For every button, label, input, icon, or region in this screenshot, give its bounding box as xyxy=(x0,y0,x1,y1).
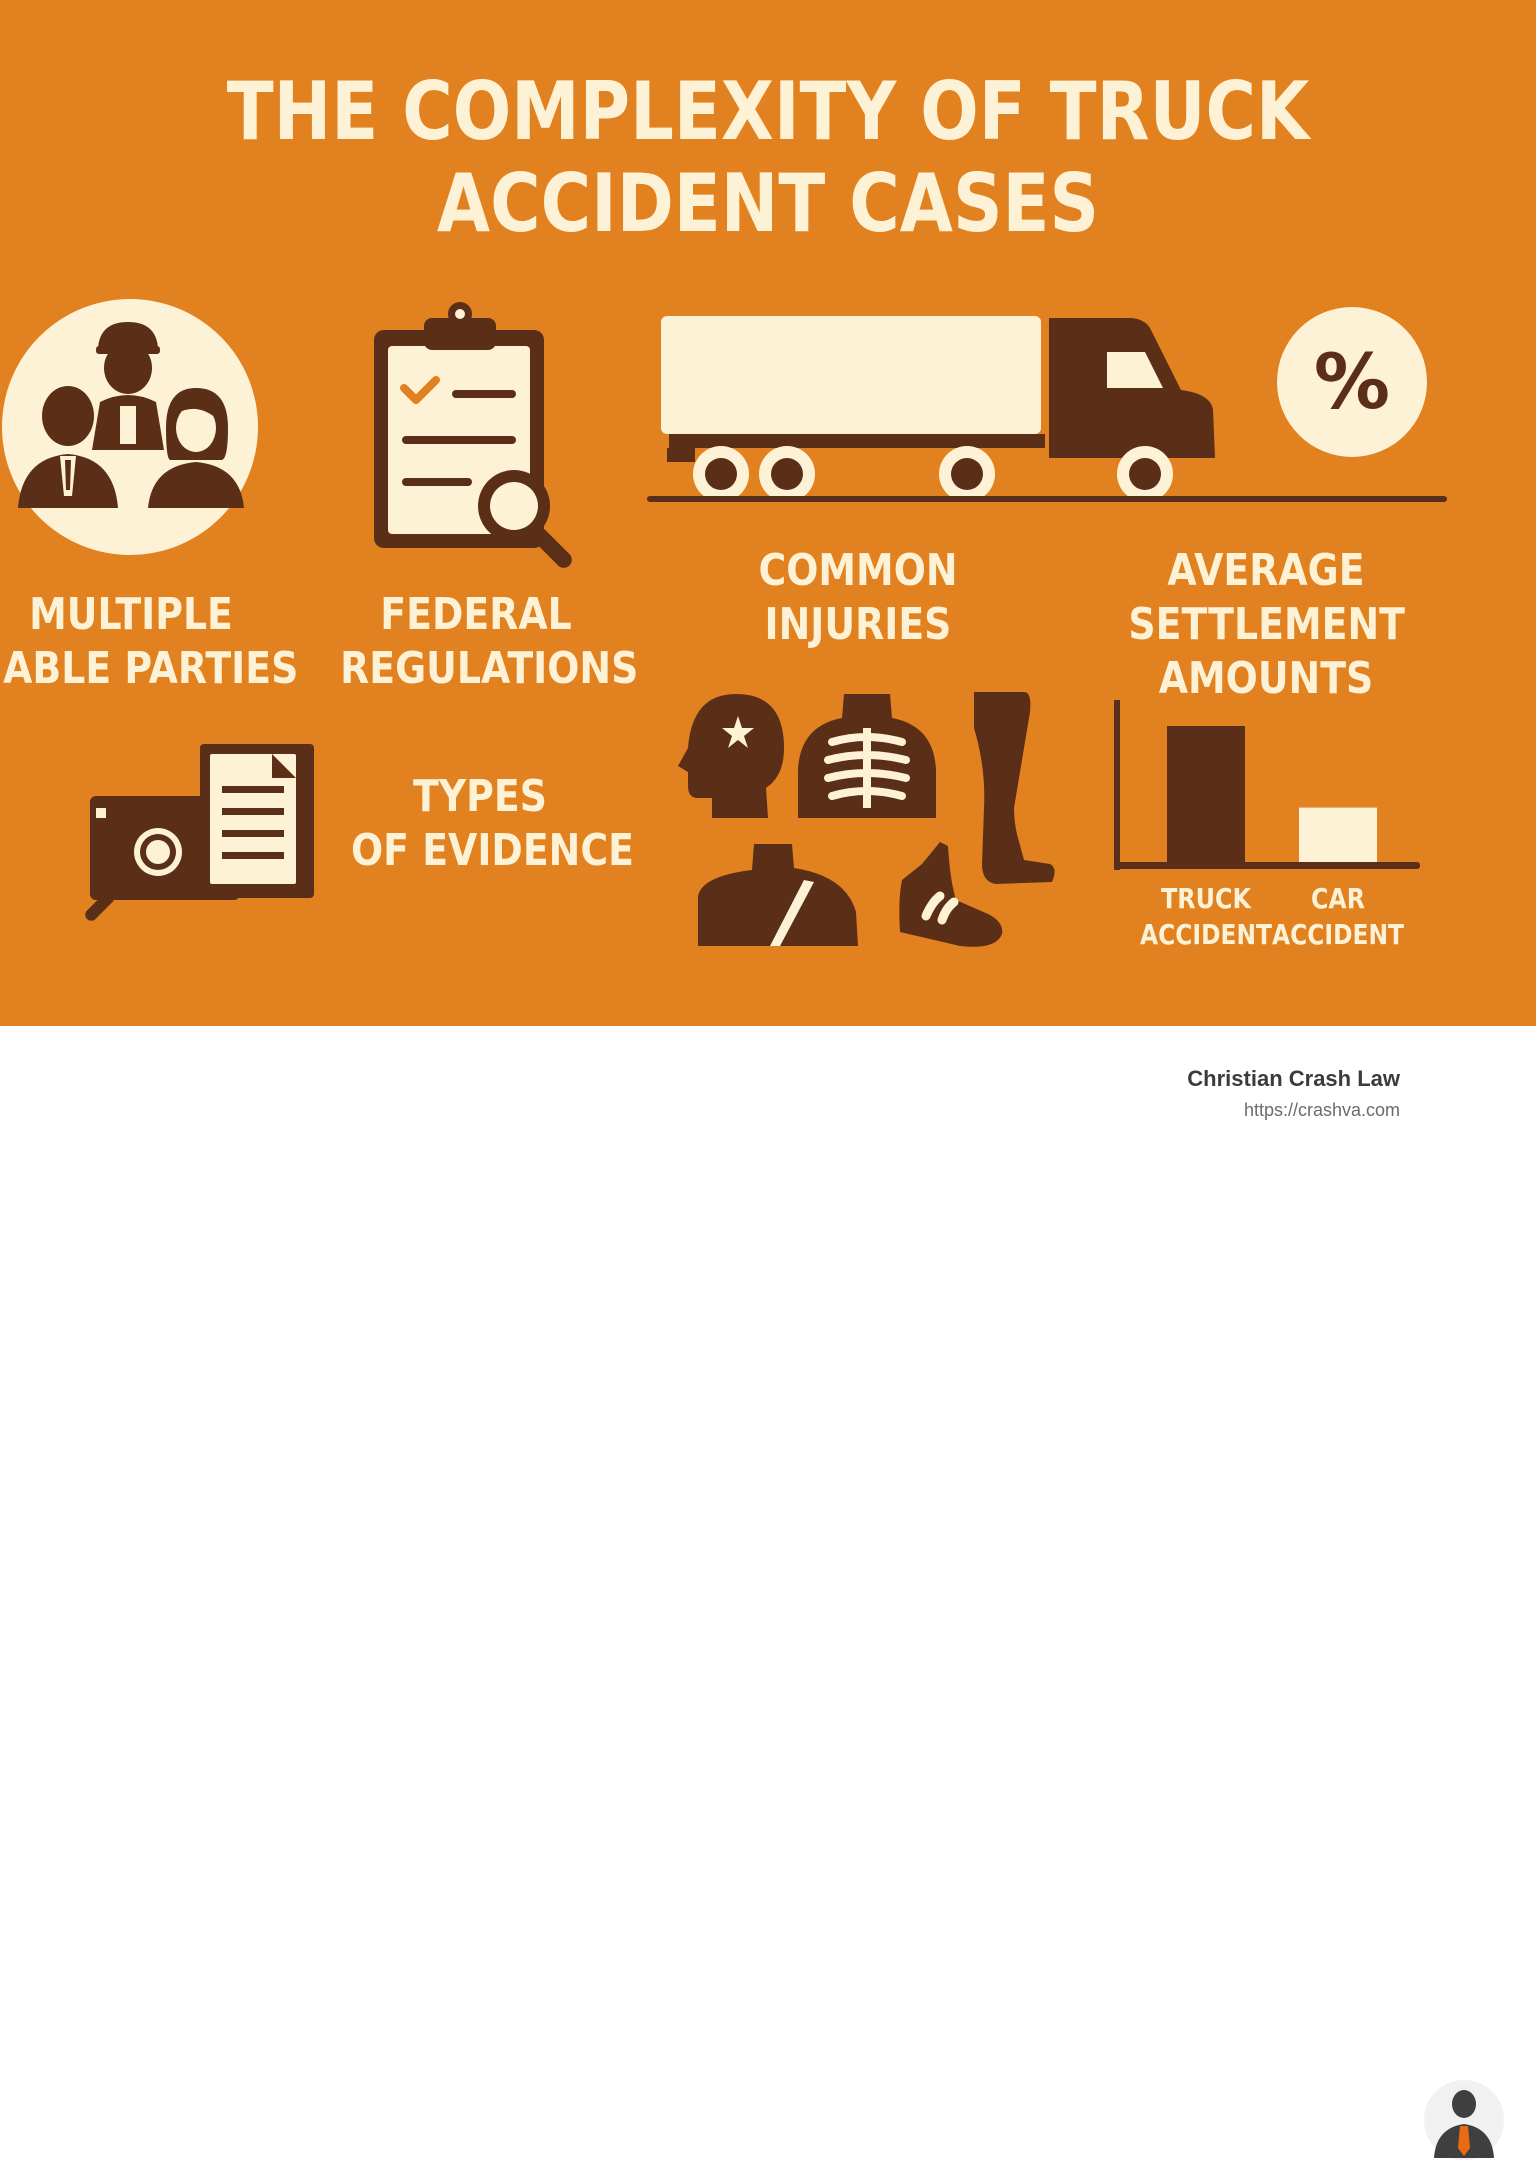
bar-car-accident xyxy=(1299,807,1377,862)
parties-line-2: ABLE PARTIES xyxy=(3,643,299,694)
truck-icon xyxy=(647,316,1447,502)
bar-label-0-1: ACCIDENT xyxy=(1140,918,1272,951)
evidence-line-2: OF EVIDENCE xyxy=(351,825,634,876)
footer: Christian Crash Law https://crashva.com xyxy=(0,1026,1536,2160)
clipboard-search-icon xyxy=(374,302,572,568)
y-axis-line xyxy=(1114,700,1120,870)
title-line-1: THE COMPLEXITY OF TRUCK xyxy=(226,65,1310,158)
title-line-2: ACCIDENT CASES xyxy=(436,157,1100,250)
evidence-folder-icon xyxy=(85,744,314,921)
neck-shoulder-icon xyxy=(698,844,858,946)
injuries-line-2: INJURIES xyxy=(764,599,952,650)
regulations-line-2: REGULATIONS xyxy=(340,643,639,694)
injuries-line-1: COMMON xyxy=(758,545,958,596)
percent-sign: % xyxy=(1314,337,1390,426)
settlement-line-1: AVERAGE xyxy=(1167,545,1365,596)
settlement-line-2: SETTLEMENT xyxy=(1128,599,1405,650)
people-circle-icon xyxy=(2,299,258,555)
bar-truck-accident xyxy=(1167,726,1245,862)
parties-line-1: MULTIPLE xyxy=(29,589,233,640)
x-axis-line xyxy=(1114,862,1420,869)
brand-name: Christian Crash Law xyxy=(1187,1066,1400,1091)
infographic-canvas: THE COMPLEXITY OF TRUCK ACCIDENT CASES xyxy=(0,0,1536,1026)
head-icon xyxy=(678,694,784,818)
foot-icon xyxy=(899,842,1003,947)
leg-icon xyxy=(974,692,1055,884)
bar-label-1-0: CAR xyxy=(1311,882,1365,915)
regulations-line-1: FEDERAL xyxy=(380,589,572,640)
avatar xyxy=(1424,2080,1504,2160)
brand-url[interactable]: https://crashva.com xyxy=(1243,1100,1400,1120)
bar-label-1-1: ACCIDENT xyxy=(1272,918,1404,951)
ribcage-icon xyxy=(798,694,936,818)
evidence-line-1: TYPES xyxy=(412,771,548,822)
bar-label-0-0: TRUCK xyxy=(1161,882,1252,915)
percent-icon: % xyxy=(1277,307,1427,457)
settlement-line-3: AMOUNTS xyxy=(1158,653,1374,704)
